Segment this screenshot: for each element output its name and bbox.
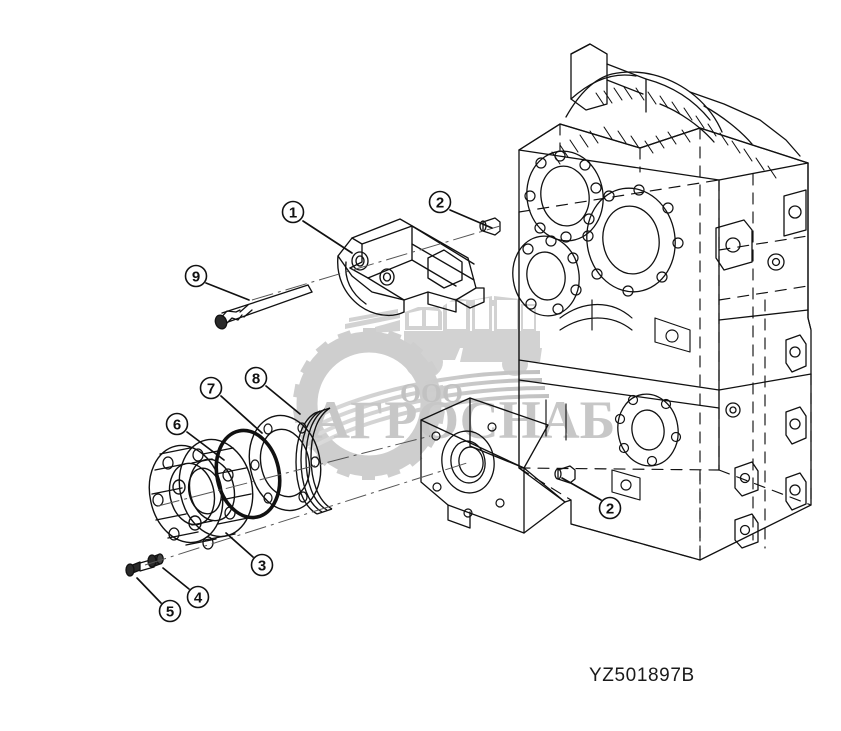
cover-bracket [337,218,485,317]
gasket-ring [248,414,322,512]
callout-2-lower[interactable]: 2 [598,496,622,520]
transmission-housing [420,43,812,561]
callout-bubbles: 1 2 9 7 8 6 [158,190,622,623]
callout-5-label: 5 [166,604,174,621]
leader-9 [205,282,250,301]
callout-3[interactable]: 3 [250,553,274,577]
dowel-pin-lower [554,465,576,484]
housing-hidden-lines [518,123,812,561]
callout-6[interactable]: 6 [165,412,189,436]
housing-mount-pads [734,334,807,549]
combine-cab-window [409,298,534,329]
leader-7 [220,395,263,434]
callout-1-label: 1 [289,205,297,222]
leader-2-lower [561,477,602,501]
callout-3-label: 3 [258,558,266,575]
leader-5 [136,577,162,604]
callout-9-label: 9 [192,269,200,286]
leader-8 [265,385,301,415]
leader-3 [225,532,254,558]
callout-8-label: 8 [252,371,260,388]
callout-6-label: 6 [173,417,181,434]
leader-6 [186,431,225,461]
callout-7[interactable]: 7 [199,376,223,400]
callout-8[interactable]: 8 [244,366,268,390]
leader-2-upper [449,209,493,229]
callout-2-lower-label: 2 [606,501,614,518]
callout-leaders [136,209,602,604]
washer [147,553,164,568]
leader-4 [162,567,190,590]
callout-2-upper[interactable]: 2 [428,190,452,214]
callout-5[interactable]: 5 [158,599,182,623]
leader-1 [302,220,353,254]
watermark-swoosh [299,370,550,451]
assembly-axis-lines [144,225,501,566]
callout-9[interactable]: 9 [184,264,208,288]
oil-seal [295,407,333,515]
bearing-flange-quill [148,438,254,550]
callout-4-label: 4 [194,590,203,607]
watermark-agrosnab: ООО АГРОСНАБ [292,296,615,480]
callout-1[interactable]: 1 [281,200,305,224]
callout-2-upper-label: 2 [436,195,444,212]
callout-4[interactable]: 4 [186,585,210,609]
watermark-ooo: ООО [400,378,463,408]
cap-screw-long [214,284,313,330]
housing-bolt-holes [522,150,684,467]
housing-rear-bosses [715,189,807,271]
part-number-label: YZ501897B [589,665,695,686]
o-ring [214,428,282,520]
callout-7-label: 7 [207,381,215,398]
